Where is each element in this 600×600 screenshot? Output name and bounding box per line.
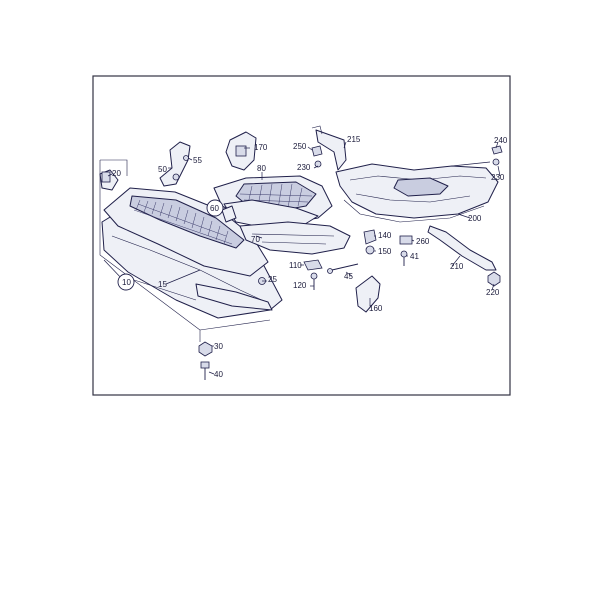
callout-210: 210 [450,262,464,271]
callout-170: 170 [254,143,268,152]
clip-110 [303,259,323,271]
callout-70: 70 [251,235,260,244]
callout-15: 15 [158,280,167,289]
callout-150: 150 [378,247,392,256]
callout-55: 55 [193,156,202,165]
callout-20: 20 [112,169,121,178]
leader-lines [103,141,501,375]
clip-250 [311,145,323,157]
callout-40: 40 [214,370,223,379]
callout-10: 10 [122,278,131,287]
callout-260: 260 [416,237,430,246]
callout-110: 110 [289,261,302,270]
grommet-140 [363,229,377,245]
callout-25: 25 [268,275,277,284]
nut-220 [487,271,501,287]
callout-240: 240 [494,136,508,145]
mount-bracket-50 [159,141,191,187]
callout-labels: 10 15 20 25 30 40 45 50 55 60 70 80 110 … [112,135,508,379]
clip-230-left [314,160,322,168]
callout-80: 80 [257,164,266,173]
rear-underbody-panel [311,125,499,271]
callout-250: 250 [293,142,307,151]
callout-215: 215 [347,135,361,144]
callout-140: 140 [378,231,392,240]
nut-30 [198,341,213,357]
screw-41 [400,250,408,266]
nut-55 [183,155,189,161]
center-underbody-panels [213,175,351,255]
screw-45 [327,263,359,274]
callout-230-left: 230 [297,163,311,172]
callout-45: 45 [344,272,353,281]
bracket-160 [355,275,381,313]
clip-260 [399,235,413,245]
callout-230-right: 230 [491,173,505,182]
callout-120: 120 [293,281,307,290]
mount-bracket-170 [225,131,257,171]
bolt-40 [200,361,210,380]
clip-150 [365,245,375,255]
clip-20 [101,171,111,183]
screw-230-right [492,158,500,166]
clip-240 [491,145,503,155]
callout-41: 41 [410,252,419,261]
callout-200: 200 [468,214,482,223]
callout-220: 220 [486,288,500,297]
callout-60: 60 [210,204,219,213]
front-underbody-panel [99,159,283,342]
callout-160: 160 [369,304,383,313]
callout-30: 30 [214,342,223,351]
screw-120 [310,272,318,290]
callout-50: 50 [158,165,167,174]
